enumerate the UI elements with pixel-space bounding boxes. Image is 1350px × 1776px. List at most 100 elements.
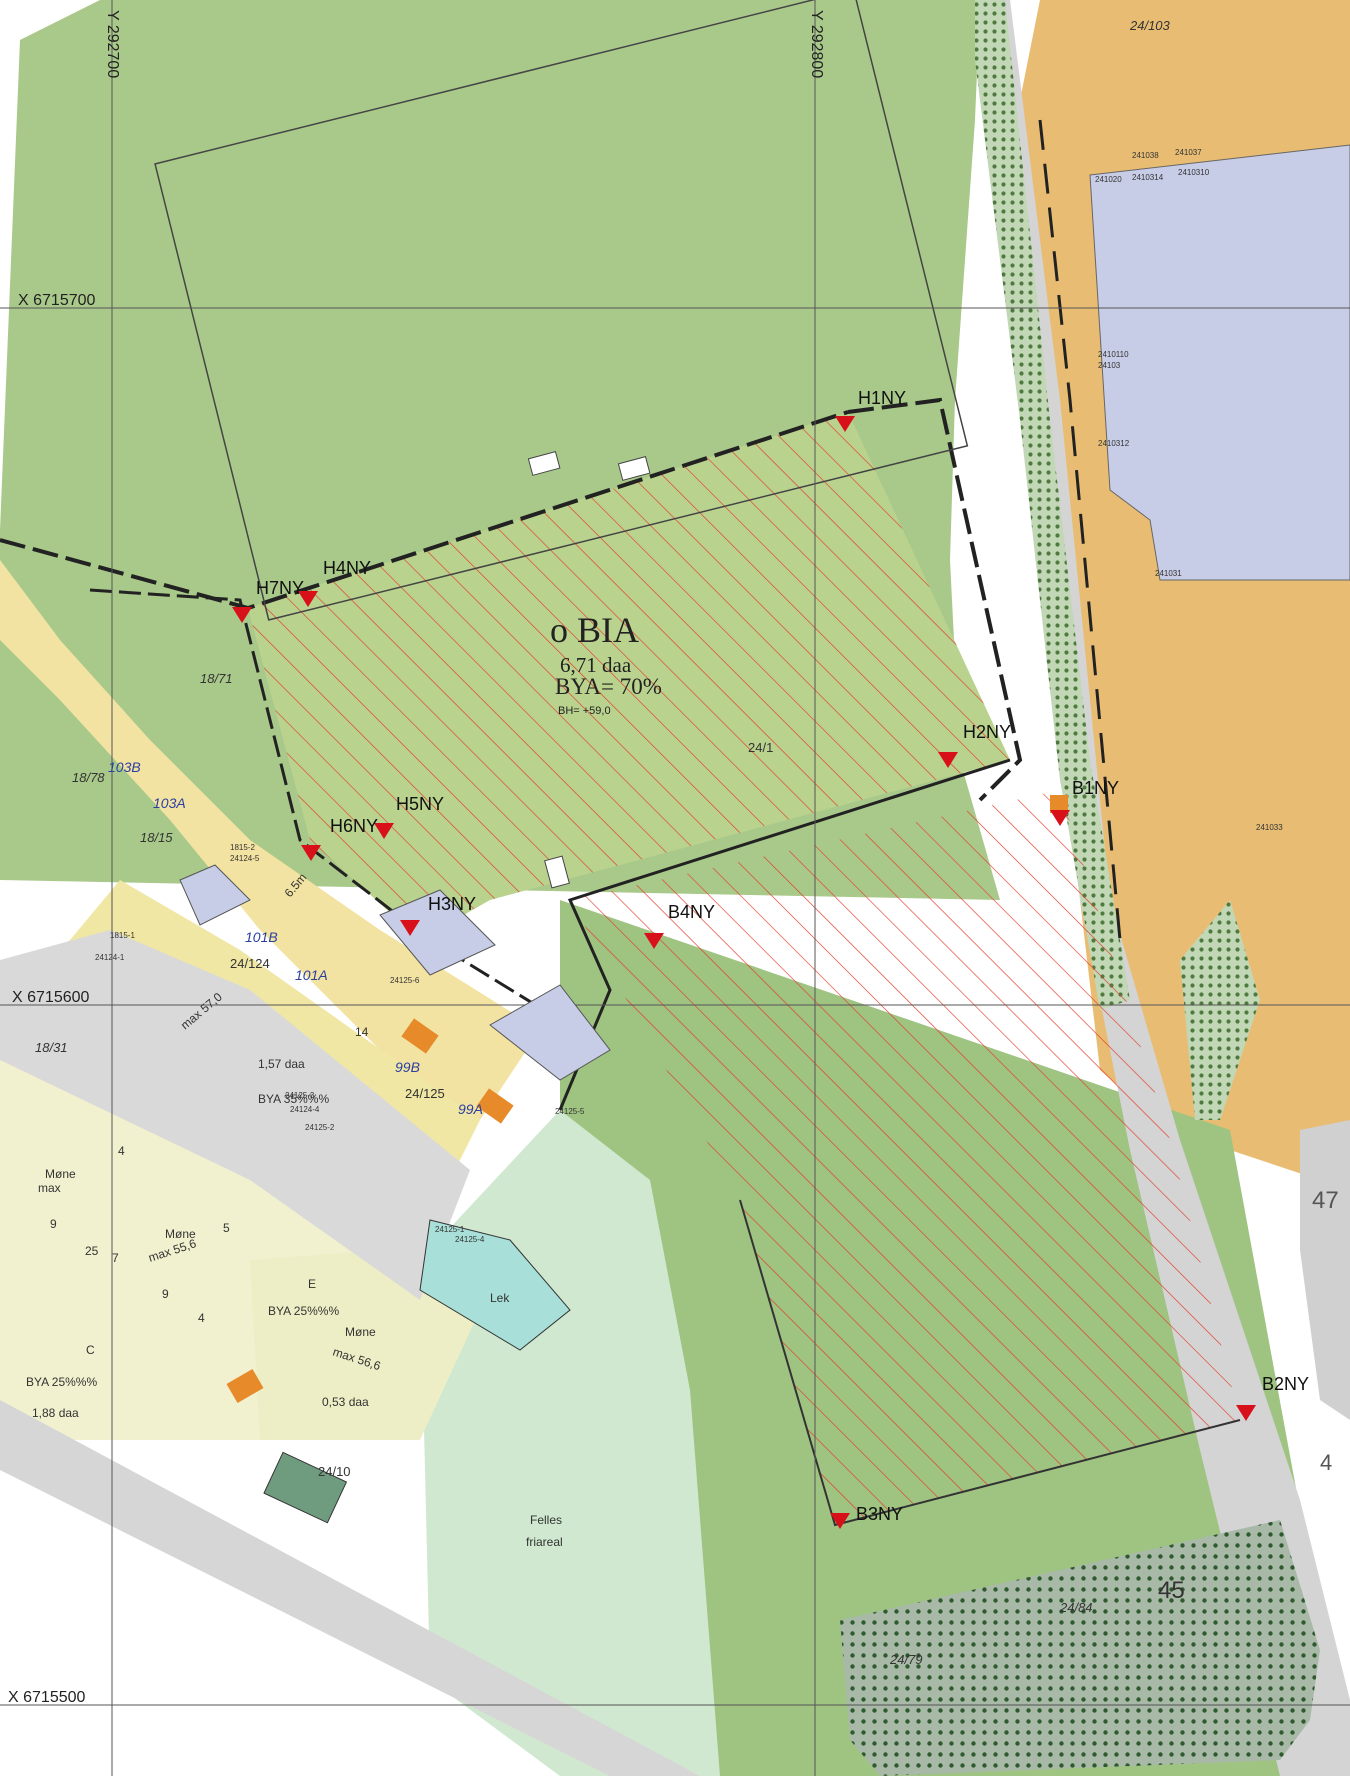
marker-h2ny: H2NY — [963, 722, 1011, 742]
road-south — [0, 1400, 700, 1776]
code-241033: 241033 — [1256, 823, 1283, 832]
garage-3 — [226, 1368, 264, 1404]
marker-h4ny: H4NY — [323, 558, 371, 578]
grid-label-x1: X 6715700 — [18, 292, 96, 309]
parcel-24-79: 24/79 — [889, 1652, 923, 1667]
code-1815-1: 1815-1 — [110, 931, 135, 940]
felles-label-1: Felles — [530, 1513, 562, 1527]
bya-c: BYA 25%%% — [26, 1375, 97, 1389]
lek-playground — [419, 1219, 571, 1351]
road-number-45: 45 — [1158, 1577, 1185, 1604]
num-4-a: 4 — [118, 1144, 125, 1158]
marker-b1ny: B1NY — [1072, 778, 1119, 798]
survey-markers — [232, 416, 1256, 1529]
parcel-18-15: 18/15 — [140, 830, 173, 845]
code-24125-1: 24125-1 — [435, 1225, 465, 1234]
lek-label: Lek — [490, 1291, 510, 1305]
bya-35: BYA 35%%% — [258, 1092, 329, 1106]
boundary-east — [847, 397, 1023, 802]
code-24125-6: 24125-6 — [390, 976, 420, 985]
grid-label-y1: Y 292700 — [104, 10, 121, 78]
label-c: C — [86, 1343, 95, 1357]
code-24125-2: 24125-2 — [305, 1123, 335, 1132]
marker-h6ny: H6NY — [330, 816, 378, 836]
code-241038: 241038 — [1132, 151, 1159, 160]
code-24103: 24103 — [1098, 361, 1121, 370]
parcel-18-71: 18/71 — [200, 671, 233, 686]
grid-label-x2: X 6715600 — [12, 989, 90, 1006]
building-mid — [489, 984, 611, 1081]
area-1-57: 1,57 daa — [258, 1057, 305, 1071]
house-99a: 99A — [458, 1101, 483, 1117]
grid-label-y2: Y 292800 — [808, 10, 825, 78]
marker-b3ny: B3NY — [856, 1504, 903, 1524]
label-e: E — [308, 1277, 316, 1291]
parcel-24-84: 24/84 — [1059, 1600, 1093, 1615]
house-103a: 103A — [153, 795, 186, 811]
vegetation-patch — [1180, 900, 1260, 1120]
code-24124-5: 24124-5 — [230, 854, 260, 863]
road-number-47: 47 — [1312, 1187, 1339, 1214]
num-4-b: 4 — [198, 1311, 205, 1325]
zone-name: o BIA — [550, 610, 639, 650]
mone-3: Møne — [345, 1325, 376, 1339]
marker-b2ny: B2NY — [1262, 1374, 1309, 1394]
area-0-53: 0,53 daa — [322, 1395, 369, 1409]
parcel-24-10: 24/10 — [318, 1464, 351, 1479]
structure-1 — [527, 451, 561, 476]
zone-bya: BYA= 70% — [555, 674, 662, 699]
code-241020: 241020 — [1095, 175, 1122, 184]
parcel-24-124: 24/124 — [230, 956, 270, 971]
residential-zone-4 — [250, 1250, 480, 1440]
roundabout — [1300, 1120, 1350, 1420]
structure-3 — [544, 855, 570, 889]
num-7: 7 — [112, 1251, 119, 1265]
code-2410110: 2410110 — [1098, 350, 1129, 359]
vegetation-strip — [975, 0, 1130, 1010]
mone-1-max: max — [38, 1181, 61, 1195]
zone-parcel: 24/1 — [748, 740, 773, 755]
building-h3 — [379, 889, 496, 976]
structure-2 — [617, 456, 651, 481]
parcel-18-31: 18/31 — [35, 1040, 68, 1055]
marker-h5ny: H5NY — [396, 794, 444, 814]
code-2410310: 2410310 — [1178, 168, 1210, 177]
marker-h3ny: H3NY — [428, 894, 476, 914]
field-outline — [739, 1199, 1241, 1527]
marker-b4ny: B4NY — [668, 902, 715, 922]
road-number-4: 4 — [1320, 1450, 1332, 1475]
house-99b: 99B — [395, 1059, 420, 1075]
b-zone-hatch — [570, 790, 1240, 1525]
code-2410312: 2410312 — [1098, 439, 1130, 448]
parcel-18-78: 18/78 — [72, 770, 105, 785]
substation — [263, 1451, 348, 1524]
code-24124-1: 24124-1 — [95, 953, 125, 962]
b1-box — [1050, 795, 1068, 813]
mone-2: Møne — [165, 1227, 196, 1241]
garage-1 — [401, 1018, 439, 1054]
mone-1: Møne — [45, 1167, 76, 1181]
num-5: 5 — [223, 1221, 230, 1235]
building-small-1 — [179, 864, 251, 926]
parcel-24-103: 24/103 — [1129, 18, 1171, 33]
num-9-a: 9 — [50, 1217, 57, 1231]
boundary-west — [89, 588, 561, 1022]
bia-zone-hatch — [248, 412, 1010, 940]
marker-h1ny: H1NY — [858, 388, 906, 408]
code-24124-4: 24124-4 — [290, 1105, 320, 1114]
code-24125-3: 24125-3 — [285, 1091, 315, 1100]
area-1-88: 1,88 daa — [32, 1406, 79, 1420]
house-103b: 103B — [108, 759, 141, 775]
code-24125-5: 24125-5 — [555, 1107, 585, 1116]
house-101a: 101A — [295, 967, 328, 983]
grid-label-x3: X 6715500 — [8, 1689, 86, 1706]
num-14: 14 — [355, 1025, 369, 1039]
num-25: 25 — [85, 1244, 99, 1258]
marker-h7ny: H7NY — [256, 578, 304, 598]
building-east — [1089, 144, 1350, 581]
code-1815-2: 1815-2 — [230, 843, 255, 852]
residential-zone-1 — [0, 560, 540, 1120]
code-241037: 241037 — [1175, 148, 1202, 157]
industrial-boundary — [1038, 119, 1122, 941]
